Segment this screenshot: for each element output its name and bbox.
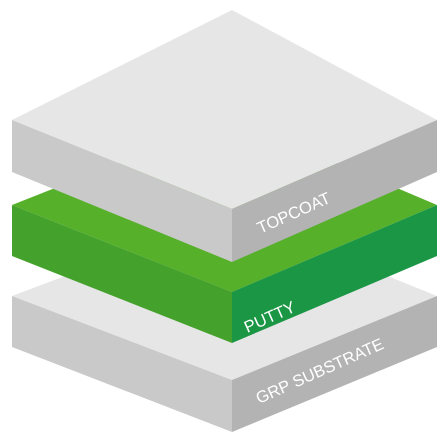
substrate-left-face — [12, 296, 232, 432]
putty-right-face — [232, 205, 437, 343]
topcoat-top-face — [12, 10, 437, 209]
topcoat-left-face — [12, 120, 232, 262]
putty-left-face — [12, 205, 232, 343]
substrate-right-face — [232, 296, 437, 432]
layer-topcoat: TOPCOAT — [12, 10, 437, 262]
topcoat-right-face — [232, 120, 437, 262]
